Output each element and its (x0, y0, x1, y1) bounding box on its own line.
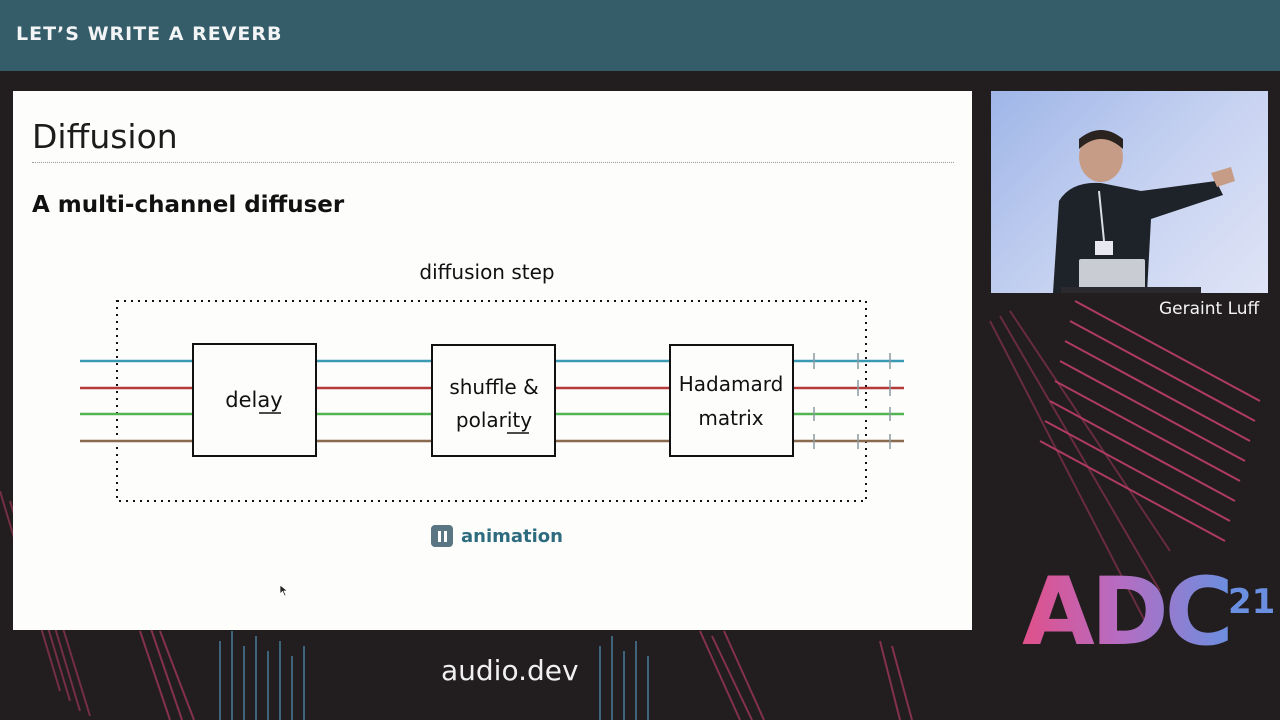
delay-block: delay (192, 343, 317, 457)
title-divider (32, 162, 954, 163)
header-bar: LET’S WRITE A REVERB (0, 0, 1280, 71)
background-waveform-art (0, 300, 1261, 720)
mouse-cursor-icon (279, 584, 289, 597)
slide-title: Diffusion (32, 117, 178, 156)
speaker-video (991, 91, 1268, 293)
signal-ticks (813, 353, 891, 449)
hadamard-matrix-block: Hadamard matrix (669, 344, 794, 457)
shuffle-block-label-line2: polarity (456, 408, 532, 432)
delay-block-label: delay (225, 388, 282, 412)
slide: Diffusion A multi-channel diffuser diffu… (13, 91, 972, 630)
adc-logo: ADC (1022, 558, 1234, 667)
footer-url: audio.dev (441, 654, 579, 687)
talk-title: LET’S WRITE A REVERB (16, 23, 283, 45)
slide-subtitle: A multi-channel diffuser (32, 192, 345, 218)
hadamard-block-label-line1: Hadamard (679, 372, 784, 396)
animation-toggle-button[interactable]: animation (431, 525, 563, 547)
animation-label: animation (461, 525, 563, 547)
diffusion-step-boundary (116, 300, 867, 502)
diffusion-step-label: diffusion step (419, 260, 554, 284)
diffuser-diagram: diffusion step delay (80, 260, 904, 502)
speaker-name: Geraint Luff (1159, 299, 1260, 319)
pause-icon (431, 525, 453, 547)
adc-logo-year: 21 (1228, 582, 1276, 622)
hadamard-block-label-line2: matrix (698, 406, 763, 430)
speaker-figure (1053, 130, 1235, 293)
shuffle-polarity-block: shuffle & polarity (431, 344, 556, 457)
shuffle-block-label-line1: shuffle & (449, 375, 538, 399)
